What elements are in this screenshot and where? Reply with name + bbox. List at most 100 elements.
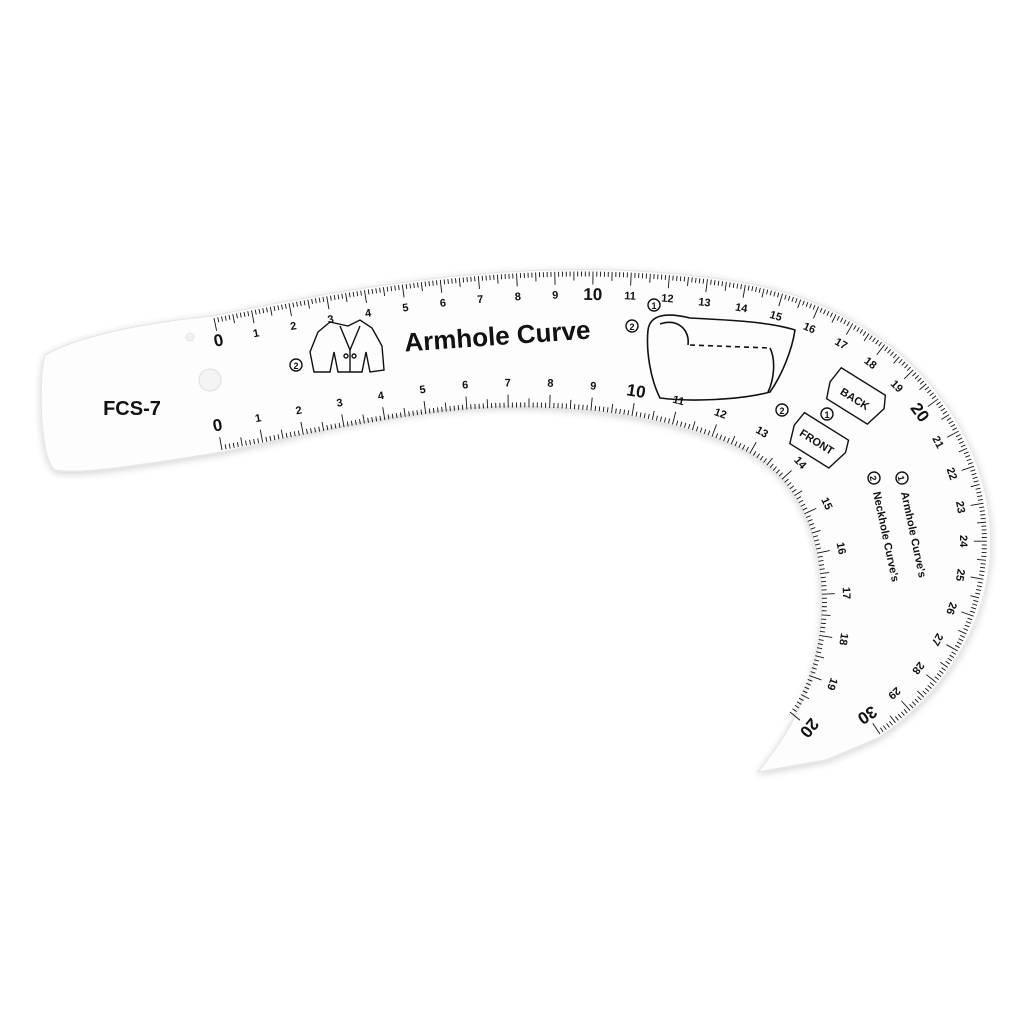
scale-tick [917,377,922,382]
scale-label: 14 [734,301,749,315]
scale-tick [979,510,985,512]
scale-tick [929,392,934,397]
scale-label: 27 [929,631,945,648]
scale-tick [940,407,946,412]
scale-label: 1 [254,412,262,425]
scale-tick [745,446,749,452]
scale-tick [695,277,697,283]
scale-tick [946,417,952,421]
scale-tick [929,682,935,687]
scale-tick [627,410,630,416]
scale-tick [914,374,919,380]
scale-tick [444,402,447,412]
scale-tick [707,430,711,436]
scale-tick [630,272,632,286]
circled-2-marker: 2 [289,358,303,372]
scale-label: 18 [836,632,850,646]
scale-label: 1 [252,327,260,340]
scale-tick [945,661,951,665]
scale-tick [432,280,434,286]
scale-tick [815,543,821,546]
scale-tick [791,488,797,493]
scale-tick [747,285,750,291]
scale-tick [778,472,784,477]
scale-tick [763,458,767,463]
scale-tick [756,453,760,459]
scale-tick [391,413,394,419]
scale-tick [664,417,667,423]
scale-tick [432,407,435,413]
scale-tick [266,307,268,313]
scale-tick [826,310,830,316]
scale-tick [979,506,985,509]
scale-tick [791,296,794,302]
scale-tick [812,535,818,538]
scale-tick [972,476,978,479]
scale-tick [897,713,902,719]
scale-tick [948,420,954,425]
scale-tick [322,296,325,302]
scale-tick [797,299,802,309]
scale-label: 23 [953,500,967,514]
scale-tick [789,711,801,721]
scale-tick [919,383,927,391]
scale-tick [755,286,758,292]
scale-tick [976,558,987,561]
scale-tick [927,398,939,407]
scale-tick [257,438,260,444]
scale-tick [820,626,826,629]
scale-tick [702,278,705,284]
scale-tick [742,444,746,450]
scale-tick [961,465,975,471]
scale-tick [956,641,962,645]
scale-tick [292,302,295,308]
scale-tick [443,279,446,285]
scale-tick [807,519,813,522]
scale-tick [811,667,817,670]
scale-tick [273,435,276,441]
scale-tick [963,628,969,631]
scale-tick [798,697,804,701]
scale-tick [778,293,783,307]
scale-tick [289,431,292,438]
scale-tick [800,694,810,699]
scale-tick [649,273,651,283]
scale-label: 4 [377,390,386,403]
scale-tick [795,298,798,304]
scale-tick [809,303,812,309]
scale-tick [812,663,819,666]
scale-tick [232,442,235,448]
scale-tick [277,434,280,440]
scale-tick [280,429,284,439]
scale-tick [904,364,909,369]
scale-tick [387,414,390,420]
scale-tick [819,635,833,638]
scale-tick [676,420,679,426]
scale-tick [224,444,227,450]
scale-tick [451,278,453,284]
scale-tick [829,312,833,318]
scale-tick [314,427,316,433]
scale-tick [457,405,460,411]
scale-tick [819,630,825,633]
scale-tick [859,329,864,334]
scale-tick [949,654,955,659]
scale-tick [818,560,824,562]
scale-tick [789,485,795,490]
scale-label: 12 [713,406,729,421]
scale-tick [453,405,456,411]
scale-tick [273,305,276,312]
scale-tick [367,417,369,423]
scale-tick [221,316,223,322]
circled-1-tag-marker: 1 [820,407,834,421]
scale-tick [354,419,357,425]
scale-tick [687,276,689,287]
scale-tick [684,422,687,428]
scale-tick [787,295,791,301]
scale-tick [310,428,312,434]
scale-tick [232,314,235,324]
scale-tick [455,278,457,284]
scale-tick [814,539,820,542]
scale-label: 0 [212,330,225,351]
scale-tick [683,276,686,282]
